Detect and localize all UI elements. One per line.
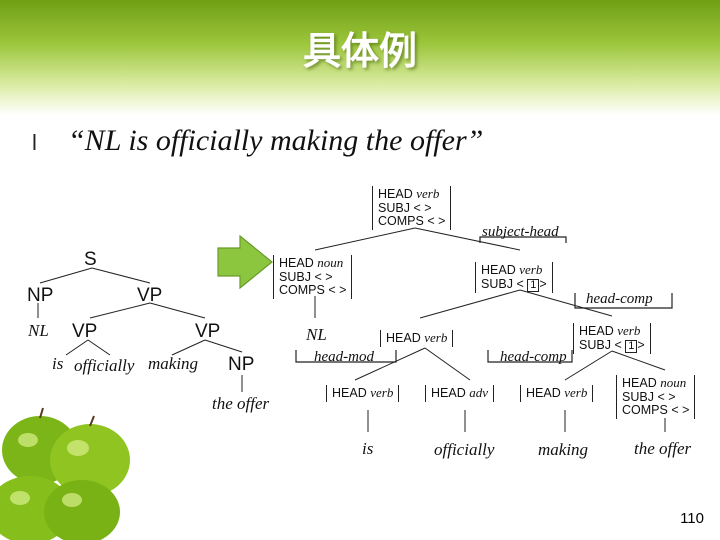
rule-head-mod: head-mod (314, 350, 374, 365)
word-the-offer: the offer (212, 395, 269, 412)
page-number: 110 (680, 511, 704, 526)
avm-verb-mid: HEAD verb (380, 330, 453, 347)
avm-leaf-is: HEAD verb (326, 385, 399, 402)
avm-leaf-noun: HEAD noun SUBJ < > COMPS < > (616, 375, 695, 419)
rule-head-comp-low: head-comp (500, 350, 567, 365)
word-nl-right: NL (306, 326, 327, 343)
avm-noun-subject: HEAD noun SUBJ < > COMPS < > (273, 255, 352, 299)
word-is: is (52, 355, 63, 372)
word-officially: officially (74, 357, 134, 374)
rule-head-comp-top: head-comp (586, 292, 653, 307)
avm-top: HEAD verb SUBJ < > COMPS < > (372, 186, 451, 230)
node-vp-right: VP (195, 322, 220, 341)
rule-subject-head: subject-head (482, 225, 559, 240)
word-making-right: making (538, 441, 588, 458)
coindex-tag: 1 (527, 279, 539, 292)
avm-leaf-adv: HEAD adv (425, 385, 494, 402)
avm-leaf-making: HEAD verb (520, 385, 593, 402)
node-s: S (84, 250, 97, 269)
avm-verb-right: HEAD verb SUBJ < 1> (573, 323, 651, 354)
word-is-right: is (362, 440, 373, 457)
node-vp-top: VP (137, 286, 162, 305)
word-the-offer-right: the offer (634, 440, 691, 457)
node-np-object: NP (228, 355, 254, 374)
word-nl: NL (28, 322, 49, 339)
avm-verb-subj: HEAD verb SUBJ < 1> (475, 262, 553, 293)
node-vp-mid: VP (72, 322, 97, 341)
word-making: making (148, 355, 198, 372)
apples-image (0, 408, 130, 540)
node-np: NP (27, 286, 53, 305)
word-officially-right: officially (434, 441, 494, 458)
arrow-shape (218, 236, 272, 288)
coindex-tag: 1 (625, 340, 637, 353)
